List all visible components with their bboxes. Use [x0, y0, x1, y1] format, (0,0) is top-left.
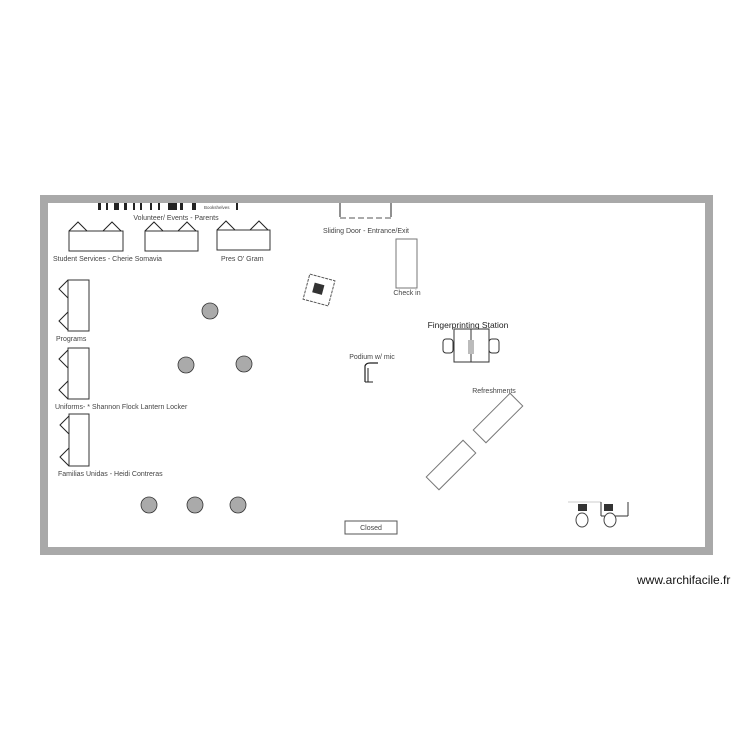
round-table: [235, 355, 253, 373]
programs-label: Programs: [56, 336, 87, 343]
table-pres-o-gram: [216, 220, 271, 251]
student-services-label: Student Services - Cherie Somavia: [53, 256, 162, 263]
table-uniforms: [58, 347, 90, 400]
podium: [364, 362, 378, 383]
refreshments-table: [472, 392, 524, 444]
sliding-door: [339, 203, 392, 219]
desks: [568, 501, 629, 528]
check-in-label: Check in: [393, 290, 420, 297]
uniforms-label: Uniforms- * Shannon Flock Lantern Locker: [55, 404, 188, 411]
round-table: [177, 356, 195, 374]
round-table: [201, 302, 219, 320]
refreshments-table: [425, 439, 477, 491]
table-programs: [58, 279, 90, 332]
check-in-table: [395, 238, 418, 289]
printer-station: [302, 273, 336, 307]
table-volunteer: [144, 221, 199, 252]
closed-door: [344, 520, 398, 535]
round-table: [186, 496, 204, 514]
bookshelves-label: Bookshelves: [204, 205, 230, 210]
pres-o-gram-label: Pres O' Gram: [221, 256, 264, 263]
refreshments-label: Refreshments: [472, 388, 516, 395]
watermark: www.archifacile.fr: [637, 573, 731, 587]
volunteer-label: Volunteer/ Events - Parents: [133, 215, 219, 222]
fingerprinting-label: Fingerprinting Station: [428, 320, 509, 330]
round-table: [140, 496, 158, 514]
familias-label: Familias Unidas - Heidi Contreras: [58, 471, 163, 478]
round-table: [229, 496, 247, 514]
table-student-services: [68, 221, 124, 252]
table-familias: [59, 413, 90, 467]
closed-label: Closed: [360, 525, 382, 532]
podium-label: Podium w/ mic: [349, 354, 395, 361]
sliding-door-label: Sliding Door - Entrance/Exit: [323, 228, 409, 235]
bookshelves: Bookshelves: [98, 203, 238, 210]
fingerprinting-table: [442, 328, 500, 363]
room-floor: [48, 203, 705, 547]
